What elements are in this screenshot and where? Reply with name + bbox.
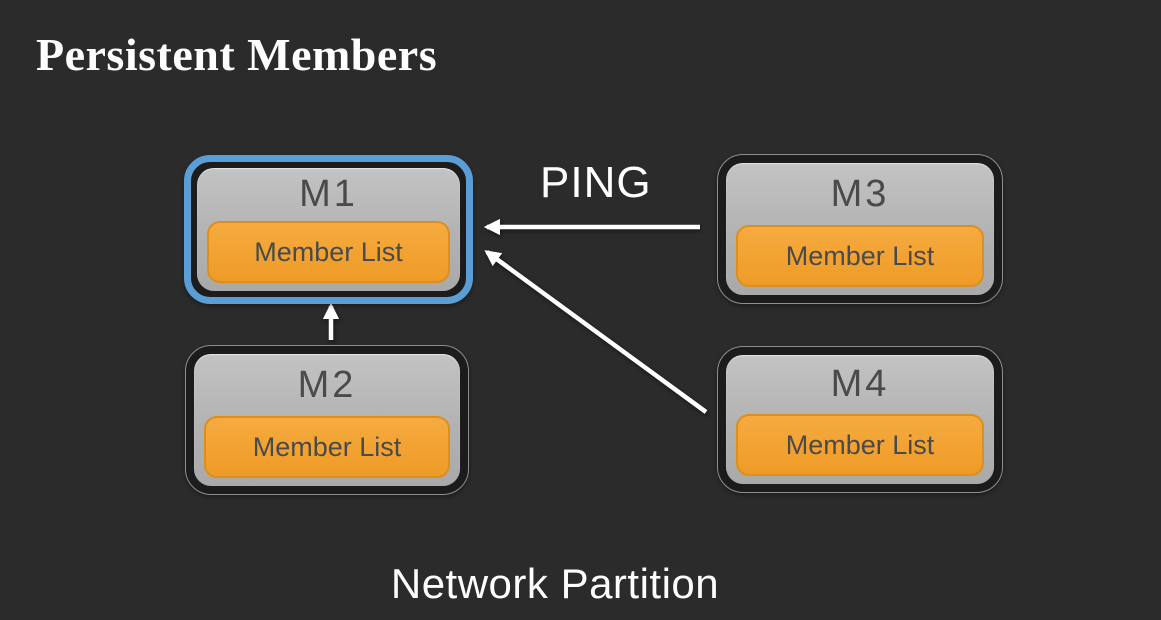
node-m1-label: M1 xyxy=(299,173,358,215)
node-m2-label: M2 xyxy=(297,363,357,406)
node-m3-label: M3 xyxy=(830,172,890,215)
node-m3-body: M3 Member List xyxy=(726,163,994,295)
slide-caption: Network Partition xyxy=(390,560,720,607)
node-m2-body: M2 Member List xyxy=(194,354,460,486)
node-m1: M1 Member List xyxy=(184,155,473,304)
node-m2: M2 Member List xyxy=(185,345,469,495)
node-m4-body: M4 Member List xyxy=(726,355,994,484)
arrow-m4-to-m1 xyxy=(484,250,708,414)
node-m1-member-list: Member List xyxy=(207,221,450,283)
node-m4-member-list: Member List xyxy=(736,414,984,476)
slide-title: Persistent Members xyxy=(36,29,438,80)
node-m4-label: M4 xyxy=(830,363,890,405)
node-m1-body: M1 Member List xyxy=(197,168,460,291)
node-m3-member-list: Member List xyxy=(736,225,984,287)
ping-edge-label: PING xyxy=(540,158,652,207)
node-m3: M3 Member List xyxy=(717,154,1003,304)
node-m2-member-list: Member List xyxy=(204,416,450,478)
node-m4: M4 Member List xyxy=(717,346,1003,493)
